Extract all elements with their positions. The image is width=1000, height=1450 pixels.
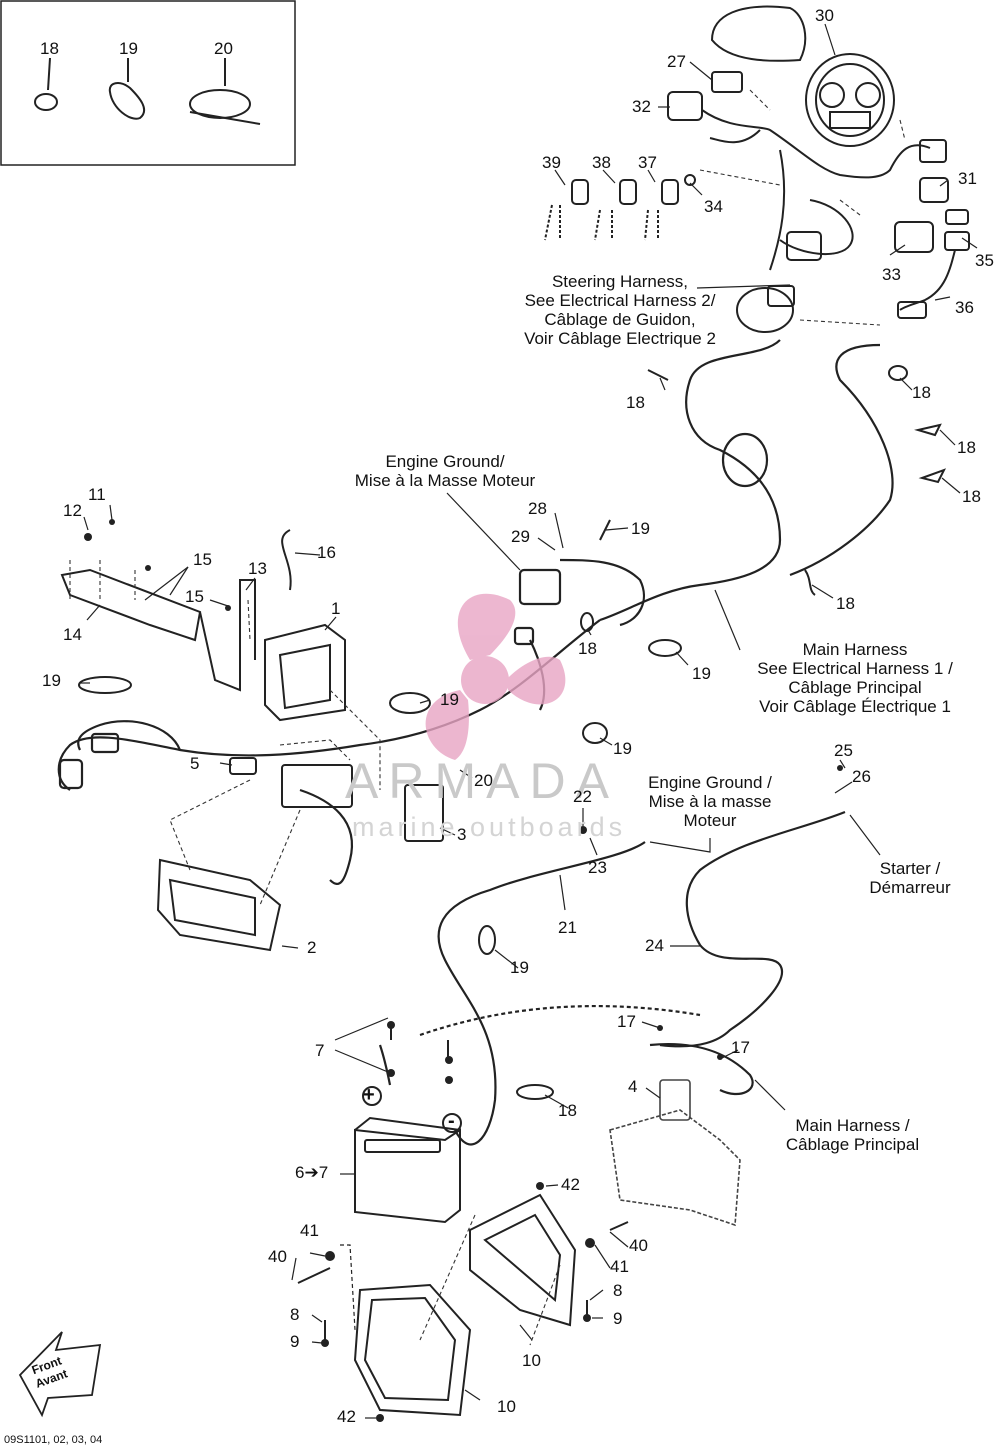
- callout-8: 8: [290, 1305, 300, 1324]
- instrument-cluster: [710, 5, 895, 147]
- callout-40: 40: [268, 1247, 287, 1266]
- callout-20: 20: [214, 39, 233, 58]
- callout-33: 33: [882, 265, 901, 284]
- leader-lines: [79, 23, 978, 1419]
- engine-bracket: [609, 1079, 741, 1227]
- note-engine-ground: Engine Ground/Mise à la Masse Moteur: [354, 452, 536, 490]
- steering-harness: [667, 71, 970, 333]
- callout-21: 21: [558, 918, 577, 937]
- callout-32: 32: [632, 97, 651, 116]
- callout-19: 19: [42, 671, 61, 690]
- callout-29: 29: [511, 527, 530, 546]
- battery-trays: [353, 1193, 577, 1417]
- assembly-lines: [69, 89, 906, 1346]
- callout-6-7: 6➔7: [295, 1163, 329, 1182]
- callout-35: 35: [975, 251, 994, 270]
- callout-40: 40: [629, 1236, 648, 1255]
- callout-25: 25: [834, 741, 853, 760]
- callout-18: 18: [578, 639, 597, 658]
- callout-5: 5: [190, 754, 200, 773]
- note-steering-harness: Steering Harness,See Electrical Harness …: [524, 272, 716, 348]
- callout-18: 18: [40, 39, 59, 58]
- callout-16: 16: [317, 543, 336, 562]
- callout-37: 37: [638, 153, 657, 172]
- callout-18: 18: [912, 383, 931, 402]
- inset-box: [0, 0, 296, 166]
- callout-42: 42: [561, 1175, 580, 1194]
- note-starter: Starter /Démarreur: [869, 859, 951, 897]
- callout-9: 9: [613, 1309, 623, 1328]
- callout-26: 26: [852, 767, 871, 786]
- callout-41: 41: [610, 1257, 629, 1276]
- watermark-propeller: [425, 593, 566, 760]
- callout-41: 41: [300, 1221, 319, 1240]
- callout-18: 18: [558, 1101, 577, 1120]
- callout-20: 20: [474, 771, 493, 790]
- callout-34: 34: [704, 197, 723, 216]
- callout-10: 10: [522, 1351, 541, 1370]
- callout-18: 18: [957, 438, 976, 457]
- callout-18: 18: [962, 487, 981, 506]
- callout-17: 17: [617, 1012, 636, 1031]
- bolts: [297, 1022, 629, 1340]
- callout-22: 22: [573, 787, 592, 806]
- callout-15: 15: [193, 550, 212, 569]
- main-harness: [57, 339, 894, 885]
- watermark-brand: ARMADA: [345, 753, 619, 809]
- callout-38: 38: [592, 153, 611, 172]
- callout-12: 12: [63, 501, 82, 520]
- callout-17: 17: [731, 1038, 750, 1057]
- callout-7: 7: [315, 1041, 325, 1060]
- callout-1: 1: [331, 599, 341, 618]
- note-main-harness-2: Main Harness /Câblage Principal: [785, 1116, 920, 1154]
- battery-negative-sign: -: [448, 1110, 455, 1132]
- callout-39: 39: [542, 153, 561, 172]
- callout-9: 9: [290, 1332, 300, 1351]
- callout-11: 11: [88, 485, 106, 504]
- callout-23: 23: [588, 858, 607, 877]
- callout-18: 18: [626, 393, 645, 412]
- note-engine-ground-2: Engine Ground /Mise à la masse Moteur: [648, 773, 772, 830]
- callout-31: 31: [958, 169, 977, 188]
- callout-13: 13: [248, 559, 267, 578]
- callout-8: 8: [613, 1281, 623, 1300]
- callout-2: 2: [307, 938, 317, 957]
- callout-19: 19: [119, 39, 138, 58]
- callout-19: 19: [440, 690, 459, 709]
- callout-18: 18: [836, 594, 855, 613]
- callout-36: 36: [955, 298, 974, 317]
- callout-28: 28: [528, 499, 547, 518]
- callout-4: 4: [628, 1077, 638, 1096]
- callout-24: 24: [645, 936, 664, 955]
- callout-3: 3: [457, 825, 467, 844]
- callout-27: 27: [667, 52, 686, 71]
- callout-19: 19: [510, 958, 529, 977]
- callout-10: 10: [497, 1397, 516, 1416]
- diagram-code: 09S1101, 02, 03, 04: [4, 1434, 103, 1446]
- inset-clamps: [34, 57, 261, 125]
- watermark-tagline: marine outboards: [352, 812, 627, 842]
- callout-15: 15: [185, 587, 204, 606]
- harness-clamps: [78, 365, 947, 1100]
- hardware: [84, 519, 843, 1422]
- callout-42: 42: [337, 1407, 356, 1426]
- battery-positive-sign: +: [363, 1084, 375, 1106]
- callout-30: 30: [815, 6, 834, 25]
- battery: [354, 1086, 462, 1224]
- callout-19: 19: [613, 739, 632, 758]
- front-arrow-icon: [18, 1331, 102, 1418]
- callout-14: 14: [63, 625, 82, 644]
- callout-19: 19: [692, 664, 711, 683]
- switch-springs: [544, 174, 696, 241]
- callout-19: 19: [631, 519, 650, 538]
- battery-cables: [378, 810, 846, 1146]
